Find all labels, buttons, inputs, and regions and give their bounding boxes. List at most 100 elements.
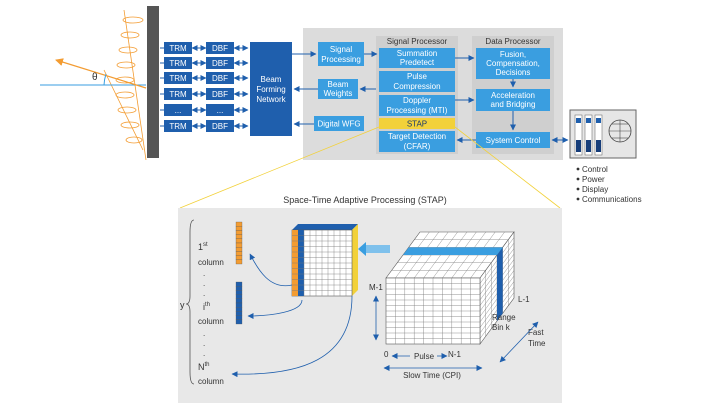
- svg-text:Doppler: Doppler: [403, 96, 431, 105]
- dbf-box: [206, 42, 234, 54]
- svg-text:N-1: N-1: [448, 350, 461, 359]
- range-bin-slice-top: [403, 247, 503, 255]
- svg-text:Range: Range: [492, 313, 516, 322]
- dbf-label: DBF: [212, 90, 228, 99]
- fast-time-axis: [499, 321, 539, 363]
- curve-arrow-3: [231, 295, 353, 378]
- vector-first-column: [235, 221, 243, 265]
- vector-columns: [235, 221, 243, 325]
- svg-text:Power: Power: [582, 175, 605, 184]
- svg-text:Slow Time (CPI): Slow Time (CPI): [403, 371, 461, 380]
- range-bin-slice: [497, 247, 503, 321]
- beam-weights-box: Beam Weights: [318, 79, 358, 99]
- interface-item: Communications: [576, 195, 642, 204]
- svg-text:Decisions: Decisions: [496, 68, 531, 77]
- svg-text:Display: Display: [582, 185, 608, 194]
- dbf-box: [206, 104, 234, 116]
- antenna-panel: [147, 6, 159, 158]
- svg-text:0: 0: [384, 350, 389, 359]
- svg-text:.: .: [203, 329, 205, 338]
- connection-arrows: [292, 51, 569, 143]
- svg-text:Acceleration: Acceleration: [491, 91, 535, 100]
- slice-top: [292, 224, 358, 230]
- signal-processor: Signal Processor Summation Predetect Pul…: [376, 36, 458, 154]
- svg-text:L-1: L-1: [518, 295, 530, 304]
- data-processor-title: Data Processor: [485, 37, 540, 46]
- svg-text:System Control: System Control: [486, 136, 541, 145]
- svg-text:Target Detection: Target Detection: [388, 132, 446, 141]
- dbf-box: [206, 72, 234, 84]
- svg-text:Compression: Compression: [393, 82, 440, 91]
- trm-dbf-rows: TRM DBF TRM DBF TRM DBF TRM DBF...... TRM DBF: [160, 42, 249, 132]
- data-cube: [385, 231, 515, 345]
- svg-text:Communications: Communications: [582, 195, 642, 204]
- column-labels: 1st column . . . ith column . . . Nth co…: [198, 242, 224, 386]
- trm-fill: [164, 72, 192, 84]
- svg-text:Compensation,: Compensation,: [486, 59, 540, 68]
- dbf-box: [206, 57, 234, 69]
- callout-right: [454, 126, 561, 209]
- svg-text:Fusion,: Fusion,: [500, 50, 526, 59]
- stap-box-label: STAP: [407, 120, 427, 129]
- stap-detail-title: Space-Time Adaptive Processing (STAP): [283, 195, 447, 205]
- trm-dbf-row: TRM DBF: [160, 42, 249, 54]
- svg-text:column: column: [198, 258, 224, 267]
- data-processor: Data Processor Fusion, Compensation, Dec…: [472, 36, 554, 154]
- svg-text:Beam: Beam: [261, 75, 282, 84]
- svg-text:Processing (MTI): Processing (MTI): [387, 106, 448, 115]
- dbf-label: DBF: [212, 74, 228, 83]
- curve-arrow-1: [249, 253, 293, 287]
- trm-fill: [164, 88, 192, 100]
- svg-text:M-1: M-1: [369, 283, 383, 292]
- svg-text:ith: ith: [203, 302, 210, 312]
- interface-item: Display: [576, 185, 608, 194]
- svg-text:.: .: [203, 339, 205, 348]
- y-label: y: [180, 300, 185, 310]
- angle-label: θ: [92, 72, 98, 83]
- digital-wfg-box: Digital WFG: [314, 116, 364, 131]
- trm-dbf-row: ......: [160, 104, 249, 116]
- beam-forming-network: Beam Forming Network: [250, 42, 292, 136]
- svg-text:Summation: Summation: [397, 49, 437, 58]
- trm-fill: [164, 57, 192, 69]
- trm-label: TRM: [169, 59, 187, 68]
- dbf-box: [206, 120, 234, 132]
- dbf-label: DBF: [212, 44, 228, 53]
- angle-arc: [103, 73, 107, 86]
- steered-beam-arrow: [55, 58, 147, 89]
- svg-text:1st: 1st: [198, 242, 208, 252]
- svg-text:Processing: Processing: [321, 55, 361, 64]
- svg-text:Beam: Beam: [328, 80, 349, 89]
- svg-text:Predetect: Predetect: [400, 58, 435, 67]
- trm-label: TRM: [169, 90, 187, 99]
- extraction-arrow-body: [366, 245, 390, 253]
- interface-item: Power: [576, 175, 605, 184]
- antenna-section: θ: [40, 6, 159, 161]
- trm-label: TRM: [169, 44, 187, 53]
- svg-text:and Bridging: and Bridging: [491, 100, 536, 109]
- trm-dbf-row: TRM DBF: [160, 57, 249, 69]
- dbf-label: DBF: [212, 59, 228, 68]
- callout-left: [179, 126, 380, 209]
- curve-arrow-2: [247, 299, 303, 319]
- y-brace: [185, 219, 195, 385]
- dbf-box: [206, 88, 234, 100]
- trm-label: TRM: [169, 74, 187, 83]
- trm-fill: [164, 120, 192, 132]
- svg-text:Network: Network: [256, 95, 286, 104]
- hardware-chassis-icon: [569, 109, 637, 159]
- svg-text:column: column: [198, 317, 224, 326]
- slice-side: [352, 224, 358, 296]
- trm-label: TRM: [169, 122, 187, 131]
- trm-dbf-row: TRM DBF: [160, 120, 249, 132]
- dbf-label: DBF: [212, 122, 228, 131]
- signal-processing-box: Signal Processing: [318, 42, 364, 66]
- svg-text:Signal: Signal: [330, 45, 352, 54]
- signal-processor-title: Signal Processor: [387, 37, 448, 46]
- svg-text:Bin k: Bin k: [492, 323, 511, 332]
- trm-label: ...: [175, 106, 182, 115]
- svg-text:Nth: Nth: [198, 362, 210, 372]
- svg-text:(CFAR): (CFAR): [404, 142, 431, 151]
